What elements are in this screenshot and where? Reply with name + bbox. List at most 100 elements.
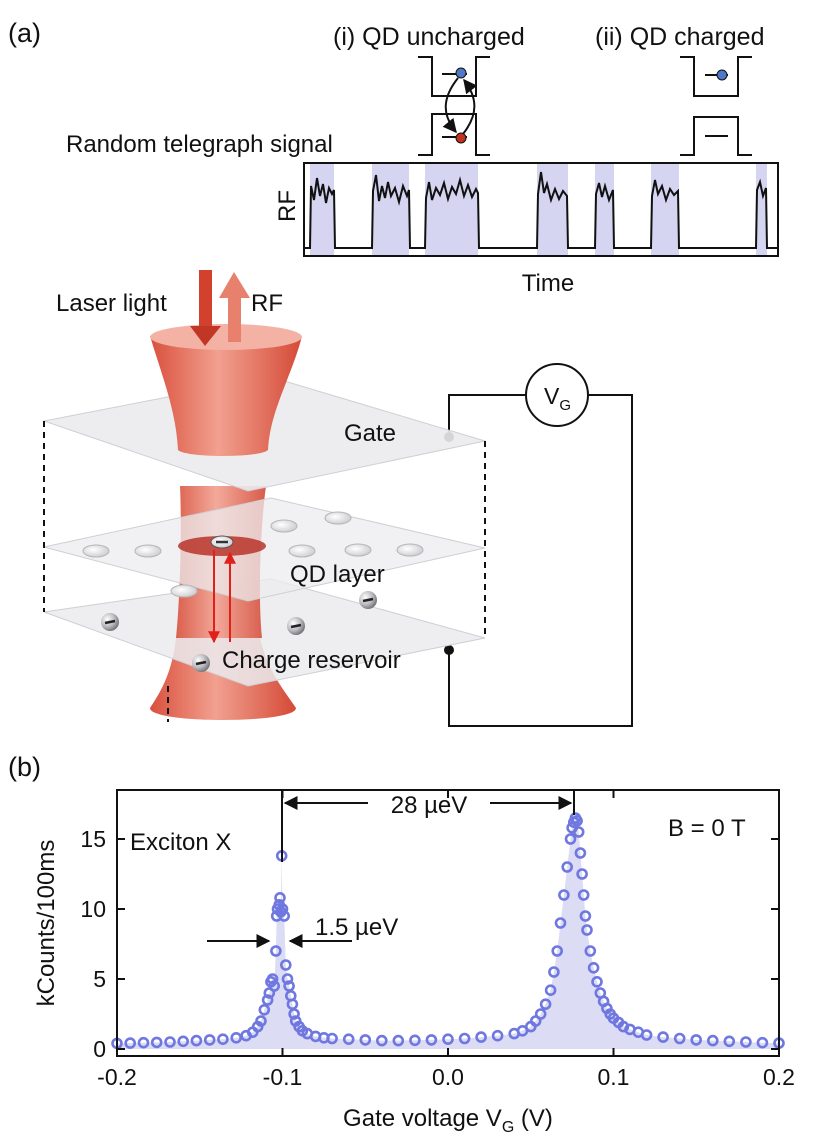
x-tick-label: 0.1 [598, 1064, 630, 1090]
data-point [584, 945, 597, 957]
panel-b-label: (b) [8, 752, 41, 782]
data-point [690, 1034, 703, 1046]
data-point [359, 1034, 372, 1046]
qd-dot [344, 543, 372, 557]
data-point [190, 1034, 203, 1047]
data-point [375, 1034, 388, 1047]
data-point [326, 1032, 338, 1045]
telegraph-band-7 [756, 163, 767, 256]
y-axis-label: kCounts/100ms [33, 840, 60, 1007]
data-point [268, 980, 281, 992]
data-point [591, 975, 603, 988]
x-tick-label: -0.2 [97, 1064, 137, 1090]
data-point [342, 1033, 355, 1045]
qd-layer-plane [43, 497, 486, 602]
data-point [150, 1036, 163, 1049]
data-point [217, 1033, 229, 1045]
x-tick-label: -0.1 [263, 1064, 303, 1090]
telegraph-plot [303, 162, 779, 257]
data-point [281, 973, 294, 985]
data-point [579, 910, 592, 922]
rf-out-arrow [219, 272, 250, 342]
data-point [548, 966, 560, 978]
y-tick-label: 10 [80, 896, 106, 922]
laser-beam-upper-top [150, 324, 302, 350]
data-point [475, 1031, 487, 1043]
data-point [491, 1029, 504, 1042]
data-point [740, 1036, 752, 1048]
qd-dot [134, 544, 162, 558]
x-tick-label: 0.0 [432, 1064, 464, 1090]
data-point [279, 959, 292, 971]
data-point [203, 1034, 216, 1046]
data-point [577, 889, 590, 901]
y-tick-label: 15 [80, 826, 106, 852]
telegraph-signal-label: Random telegraph signal [66, 131, 333, 158]
telegraph-band-5 [595, 163, 614, 256]
data-point [706, 1034, 719, 1047]
data-point [574, 847, 587, 859]
data-point [554, 917, 567, 929]
voltage-source [525, 363, 589, 427]
reservoir-electron [101, 613, 119, 631]
y-tick-label: 0 [93, 1036, 106, 1062]
data-point [561, 861, 574, 873]
panel-a-label: (a) [8, 18, 41, 48]
telegraph-band-3 [425, 163, 478, 256]
data-point [137, 1036, 150, 1049]
telegraph-frame [303, 162, 779, 257]
data-point [558, 889, 570, 901]
spacing-label: 28 µeV [391, 792, 468, 819]
data-point [278, 910, 291, 922]
qd-layer-label: QD layer [290, 561, 385, 588]
data-points [111, 812, 785, 1050]
state-charged-label: (ii) QD charged [595, 23, 765, 51]
qd-dot [270, 519, 298, 533]
data-point [124, 1037, 136, 1049]
data-point [564, 833, 577, 845]
x-tick-label: 0.2 [763, 1064, 795, 1090]
data-point [288, 1008, 300, 1020]
data-point [261, 994, 274, 1006]
data-point [442, 1033, 454, 1045]
data-point [409, 1034, 421, 1047]
qd-dot [288, 544, 316, 558]
plot-frame [116, 789, 780, 1057]
telegraph-band-2 [372, 163, 409, 256]
qd-dot [396, 543, 424, 557]
data-point [581, 924, 593, 936]
data-point [458, 1032, 471, 1045]
electron-upper-dot [455, 67, 467, 79]
electron-lower-dot [455, 132, 467, 144]
qd-dot [170, 584, 198, 598]
data-point [274, 891, 286, 904]
data-point [425, 1034, 438, 1046]
data-point [255, 1015, 267, 1027]
band-diagram-uncharged [418, 56, 490, 156]
laser-beam-upper [150, 336, 302, 456]
gate-label: Gate [344, 420, 396, 447]
data-point [544, 984, 557, 997]
data-point [657, 1031, 669, 1043]
reservoir-electron [287, 617, 305, 635]
data-point [756, 1036, 769, 1049]
data-point [258, 1003, 271, 1016]
state-uncharged-label: (i) QD uncharged [333, 23, 525, 51]
laser-light-arrow [190, 270, 221, 346]
data-point [177, 1035, 189, 1048]
data-point [587, 961, 600, 974]
data-point [276, 903, 289, 915]
data-point [572, 826, 585, 838]
band-diagram-charged [680, 56, 752, 156]
telegraph-band-6 [651, 163, 679, 256]
stack-outline [43, 421, 486, 722]
reservoir-electrons [101, 591, 377, 672]
data-point [164, 1036, 176, 1048]
vg-symbol: VG [544, 383, 571, 414]
data-point [673, 1032, 686, 1045]
rf-out-label: RF [251, 290, 283, 317]
qd-dot [324, 511, 352, 525]
